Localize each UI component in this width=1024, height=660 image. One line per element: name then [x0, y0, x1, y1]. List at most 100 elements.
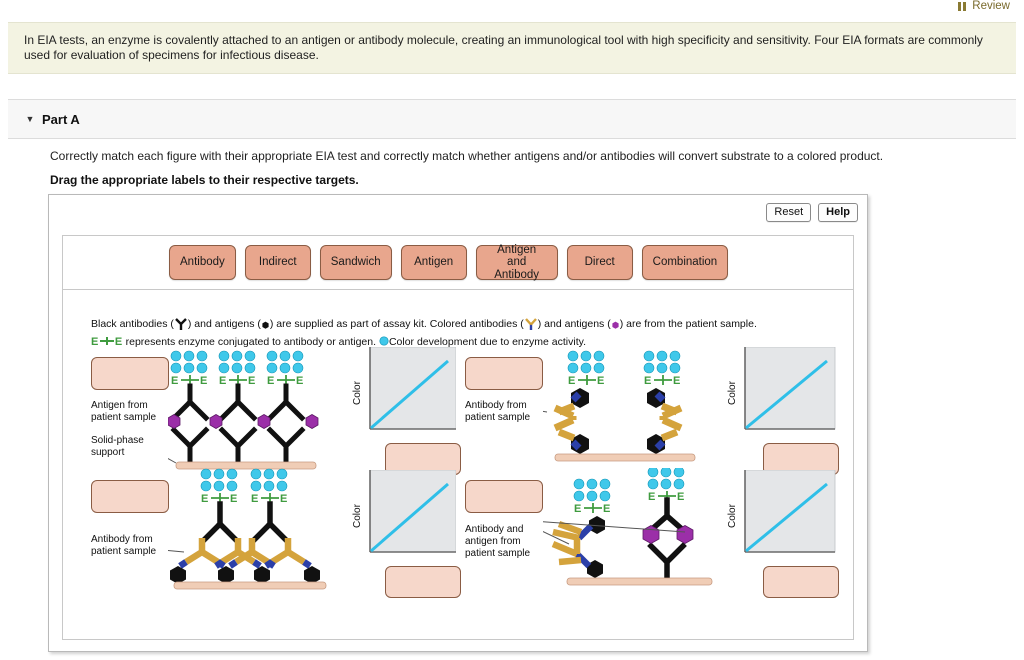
drop-target-top-left-test[interactable] — [91, 357, 169, 390]
legend-enzyme-e2: E — [114, 336, 123, 348]
svg-text:E: E — [248, 375, 255, 387]
svg-text:E: E — [568, 375, 575, 387]
svg-text:E: E — [200, 375, 207, 387]
enzyme-bonds — [578, 375, 672, 385]
svg-text:E: E — [574, 503, 581, 515]
enzyme-bonds — [584, 491, 676, 513]
svg-text:E: E — [603, 503, 610, 515]
drop-target-top-right-test[interactable] — [465, 357, 543, 390]
leader-line-antigen — [543, 521, 686, 533]
svg-text:E: E — [597, 375, 604, 387]
callout-antibody-from-patient-sample-bottom: Antibody from patient sample — [91, 534, 157, 557]
patient-antibody-arms — [557, 402, 679, 442]
black-antibody-icon — [175, 318, 187, 330]
callout-antibody-from-patient-sample-top: Antibody from patient sample — [465, 400, 531, 423]
drop-target-bottom-right-test[interactable] — [465, 480, 543, 513]
review-button[interactable]: Review — [958, 0, 1010, 12]
plot-area-bottom-right — [744, 470, 836, 553]
patient-antigens — [642, 525, 694, 544]
drop-target-bottom-left-result[interactable] — [385, 566, 461, 598]
intro-text: In EIA tests, an enzyme is covalently at… — [24, 33, 983, 62]
plot-area-top-left — [369, 347, 456, 430]
solid-phase-support-bar — [554, 453, 696, 462]
leader-line-antibody — [543, 410, 548, 413]
legend-text-1b: ) and antigens ( — [187, 318, 261, 330]
svg-text:E: E — [201, 493, 208, 505]
diagram-combination-capture: E E E E — [543, 468, 713, 586]
legend-text-2a: represents enzyme conjugated to antibody… — [122, 336, 379, 348]
patient-antibodies — [184, 538, 306, 565]
plot-axis-label-top-left: Color — [352, 381, 363, 405]
legend-text-2b: Color development due to enzyme activity… — [388, 336, 587, 348]
top-bar: Review — [0, 0, 1024, 13]
label-chip-antigen-and-antibody[interactable]: Antigen and Antibody — [475, 244, 558, 281]
black-antigen-icon — [262, 321, 269, 329]
svg-text:E: E — [280, 493, 287, 505]
label-chip-antibody[interactable]: Antibody — [169, 245, 236, 280]
substrate-circle-icon — [379, 336, 389, 346]
colored-antibody-icon — [524, 318, 537, 330]
substrate-dots — [567, 350, 681, 374]
legend-text-1d: ) and antigens ( — [537, 318, 611, 330]
drop-target-bottom-right-result[interactable] — [763, 566, 839, 598]
patient-antibodies — [553, 404, 683, 432]
part-a-header[interactable]: ▼ Part A — [8, 100, 1016, 139]
kit-antibodies — [200, 501, 290, 544]
kit-antigens — [571, 388, 665, 454]
plot-bottom-left: Color — [348, 423, 461, 598]
svg-text:E: E — [644, 375, 651, 387]
svg-text:E: E — [673, 375, 680, 387]
label-chip-indirect[interactable]: Indirect — [244, 245, 311, 280]
label-chip-direct[interactable]: Direct — [566, 245, 633, 280]
activity-panel: Reset Help Antibody Indirect Sandwich An… — [48, 194, 868, 652]
patient-antibody-tips — [574, 523, 594, 569]
svg-text:E: E — [251, 493, 258, 505]
svg-text:E: E — [171, 375, 178, 387]
legend-text-1a: Black antibodies ( — [91, 318, 174, 330]
kit-antigens — [170, 566, 320, 584]
svg-text:E: E — [296, 375, 303, 387]
patient-antigens — [168, 414, 319, 429]
callout-antibody-and-antigen-from-patient-sample: Antibody and antigen from patient sample — [465, 524, 531, 559]
review-label: Review — [972, 0, 1010, 12]
svg-text:E: E — [648, 491, 655, 503]
enzyme-conjugate-labels: E E E E — [574, 491, 684, 515]
legend: Black antibodies () and antigens () are … — [91, 315, 831, 351]
drag-instruction: Drag the appropriate labels to their res… — [50, 173, 359, 187]
book-icon — [958, 1, 967, 11]
drop-target-bottom-left-test[interactable] — [91, 480, 169, 513]
label-chip-sandwich[interactable]: Sandwich — [319, 245, 392, 280]
leader-line-antibody — [168, 550, 185, 553]
help-button[interactable]: Help — [818, 203, 858, 222]
solid-phase-support-bar — [566, 577, 713, 586]
label-chip-antigen[interactable]: Antigen — [400, 245, 467, 280]
kit-antibodies — [647, 497, 687, 583]
legend-line-2: E E represents enzyme conjugated to antib… — [91, 333, 831, 351]
plot-area-top-right — [744, 347, 836, 430]
patient-antibodies — [551, 520, 583, 566]
plot-axis-label-bottom-left: Color — [352, 504, 363, 528]
label-chip-combination[interactable]: Combination — [641, 245, 729, 280]
svg-text:E: E — [219, 375, 226, 387]
plot-axis-label-bottom-right: Color — [727, 504, 738, 528]
enzyme-bonds — [181, 375, 295, 385]
reset-button[interactable]: Reset — [766, 203, 812, 222]
legend-line-1: Black antibodies () and antigens () are … — [91, 315, 831, 333]
figure-canvas: Black antibodies () and antigens () are … — [62, 290, 854, 640]
callout-antigen-from-patient-sample: Antigen from patient sample — [91, 400, 157, 423]
enzyme-bond-icon — [99, 337, 114, 345]
plot-area-bottom-left — [369, 470, 456, 553]
panel-toolbar: Reset Help — [766, 203, 858, 222]
svg-text:E: E — [677, 491, 684, 503]
chevron-down-icon[interactable]: ▼ — [25, 114, 35, 124]
plot-bottom-right: Color — [723, 423, 843, 598]
callout-solid-phase-support: Solid-phase support — [91, 435, 144, 458]
legend-enzyme-e1: E — [91, 336, 99, 348]
divider — [8, 99, 1016, 100]
patient-antibody-tips — [178, 559, 312, 569]
substrate-dots — [170, 350, 304, 374]
solid-phase-support-bar — [175, 461, 317, 470]
kit-antigens — [587, 516, 605, 578]
